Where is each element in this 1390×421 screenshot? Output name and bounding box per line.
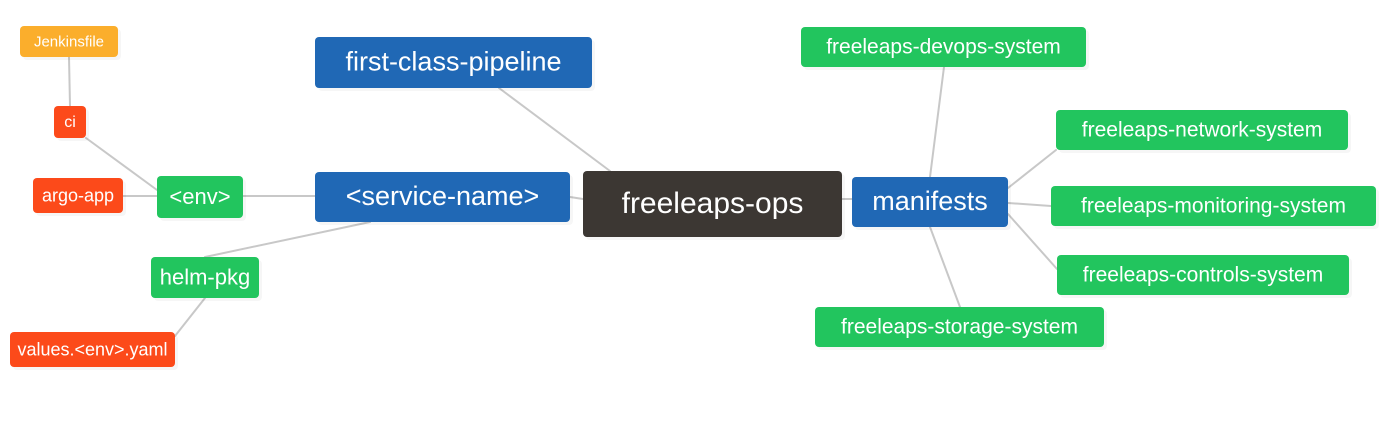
node-box[interactable]	[801, 27, 1086, 67]
node-manifests[interactable]: manifests	[852, 177, 1011, 230]
node-ci[interactable]: ci	[54, 106, 89, 141]
node-freeleaps-controls-system[interactable]: freeleaps-controls-system	[1057, 255, 1352, 298]
node-box[interactable]	[10, 332, 175, 367]
node-box[interactable]	[54, 106, 86, 138]
node-box[interactable]	[315, 37, 592, 88]
node-label: freeleaps-monitoring-system	[1081, 195, 1346, 218]
edge-first-class-pipeline-to-freeleaps-ops	[498, 87, 611, 172]
node-label: ci	[64, 114, 76, 131]
node-freeleaps-ops[interactable]: freeleaps-ops	[583, 171, 845, 240]
node-box[interactable]	[1057, 255, 1349, 295]
edge-helm-pkg-to-service-name	[204, 221, 371, 258]
edges-group	[68, 56, 1058, 337]
node-first-class-pipeline[interactable]: first-class-pipeline	[315, 37, 595, 91]
node-service-name[interactable]: <service-name>	[315, 172, 573, 225]
edge-manifests-to-freeleaps-monitoring-system	[1007, 202, 1052, 207]
node-box[interactable]	[20, 26, 118, 57]
node-box[interactable]	[33, 178, 123, 213]
node-label: <env>	[169, 184, 230, 209]
node-box[interactable]	[1056, 110, 1348, 150]
node-freeleaps-monitoring-system[interactable]: freeleaps-monitoring-system	[1051, 186, 1379, 229]
node-box[interactable]	[315, 172, 570, 222]
edge-service-name-to-freeleaps-ops	[569, 196, 584, 200]
node-box[interactable]	[815, 307, 1104, 347]
edge-manifests-to-freeleaps-devops-system	[929, 66, 945, 178]
node-values-env-yaml[interactable]: values.<env>.yaml	[10, 332, 178, 370]
node-label: freeleaps-ops	[622, 187, 804, 220]
node-label: first-class-pipeline	[345, 47, 561, 77]
edge-manifests-to-freeleaps-network-system	[1007, 149, 1057, 189]
node-label: Jenkinsfile	[34, 33, 104, 50]
node-label: freeleaps-controls-system	[1083, 264, 1323, 287]
node-box[interactable]	[1051, 186, 1376, 226]
node-box[interactable]	[151, 257, 259, 298]
node-helm-pkg[interactable]: helm-pkg	[151, 257, 262, 301]
node-box[interactable]	[583, 171, 842, 237]
node-label: freeleaps-storage-system	[841, 316, 1078, 339]
node-label: helm-pkg	[160, 264, 250, 289]
node-jenkinsfile[interactable]: Jenkinsfile	[20, 26, 121, 60]
edge-ci-to-env	[85, 137, 158, 191]
node-label: argo-app	[42, 185, 114, 205]
node-label: freeleaps-devops-system	[826, 36, 1061, 59]
node-box[interactable]	[852, 177, 1008, 227]
node-label: <service-name>	[346, 181, 540, 211]
edge-manifests-to-freeleaps-storage-system	[929, 226, 961, 308]
node-box[interactable]	[157, 176, 243, 218]
edge-jenkinsfile-to-ci	[68, 56, 71, 107]
edge-values-env-yaml-to-helm-pkg	[174, 297, 206, 337]
node-label: manifests	[872, 186, 988, 216]
node-env[interactable]: <env>	[157, 176, 246, 221]
edge-manifests-to-freeleaps-controls-system	[1007, 213, 1058, 270]
node-label: values.<env>.yaml	[17, 339, 167, 359]
node-freeleaps-network-system[interactable]: freeleaps-network-system	[1056, 110, 1351, 153]
node-label: freeleaps-network-system	[1082, 119, 1322, 142]
node-argo-app[interactable]: argo-app	[33, 178, 126, 216]
nodes-group: freeleaps-ops <service-name> manifests firs…	[10, 26, 1379, 370]
node-freeleaps-devops-system[interactable]: freeleaps-devops-system	[801, 27, 1089, 70]
node-freeleaps-storage-system[interactable]: freeleaps-storage-system	[815, 307, 1107, 350]
